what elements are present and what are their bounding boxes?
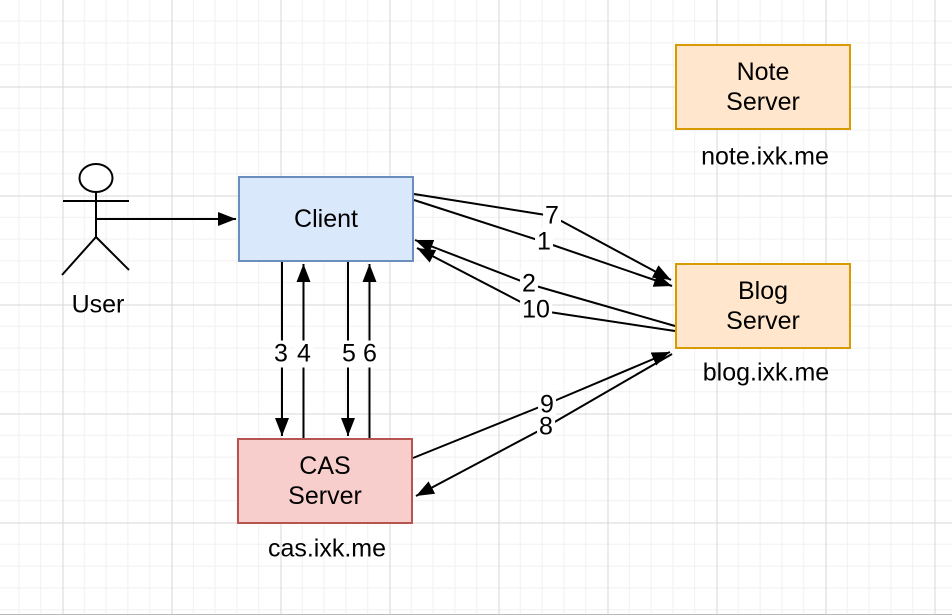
edge-label-1[interactable]: 1	[535, 227, 553, 256]
edge-label-3[interactable]: 3	[272, 339, 290, 368]
user-actor-label[interactable]: User	[71, 290, 125, 319]
edge-label-10[interactable]: 10	[520, 295, 552, 324]
caption-blog-domain[interactable]: blog.ixk.me	[702, 358, 830, 387]
node-note-server[interactable]: Note Server	[675, 44, 851, 130]
edge-label-2[interactable]: 2	[520, 269, 538, 298]
node-cas-server[interactable]: CAS Server	[237, 438, 413, 524]
node-note-server-label: Note Server	[726, 58, 800, 116]
edge-label-4[interactable]: 4	[295, 339, 313, 368]
node-blog-server-label: Blog Server	[726, 277, 800, 335]
user-actor-icon[interactable]	[61, 163, 130, 276]
caption-cas-domain[interactable]: cas.ixk.me	[267, 534, 387, 563]
node-client-label: Client	[294, 205, 358, 233]
edge-label-6[interactable]: 6	[361, 339, 379, 368]
edge-label-7[interactable]: 7	[543, 201, 561, 230]
node-blog-server[interactable]: Blog Server	[675, 263, 851, 349]
caption-note-domain[interactable]: note.ixk.me	[701, 142, 829, 171]
edge-label-9[interactable]: 9	[538, 390, 556, 419]
edge-label-5[interactable]: 5	[340, 339, 358, 368]
edge-label-8[interactable]: 8	[537, 412, 555, 441]
node-cas-server-label: CAS Server	[288, 452, 362, 510]
node-client[interactable]: Client	[238, 176, 414, 262]
